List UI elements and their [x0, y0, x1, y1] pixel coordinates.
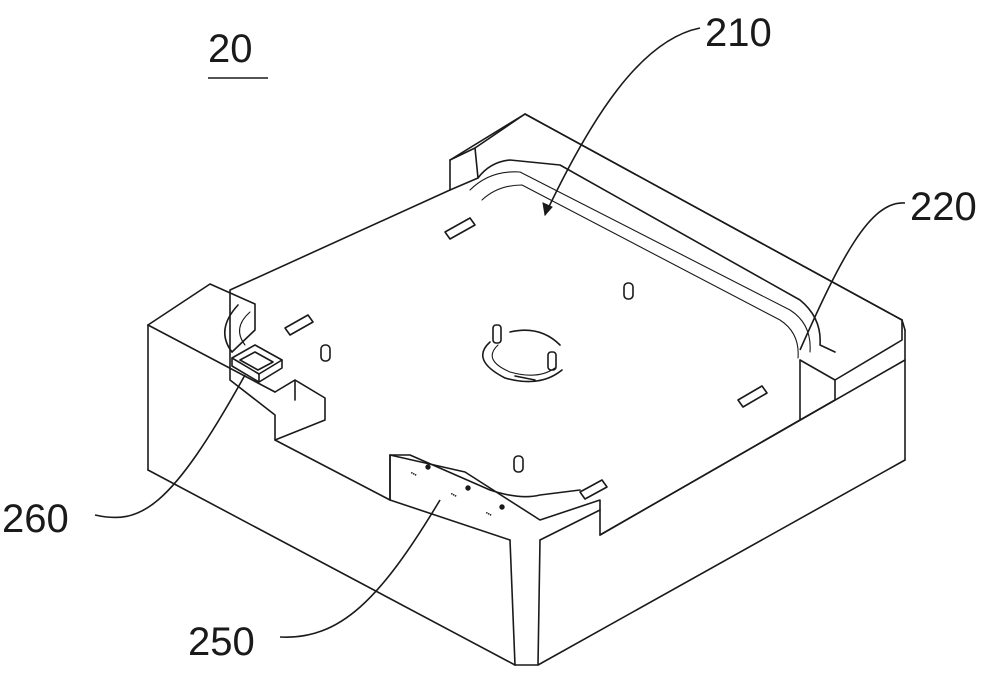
base-outline: [148, 114, 905, 665]
slots: [285, 218, 767, 499]
callout-210: 210: [705, 11, 772, 55]
back-rim: [450, 114, 902, 358]
callout-260: 260: [2, 497, 69, 541]
center-ring: [483, 325, 562, 382]
leader-lines: [95, 28, 905, 637]
svg-text:▪▪▪: ▪▪▪: [449, 491, 457, 499]
left-recess: [225, 305, 250, 352]
svg-text:▪▪▪: ▪▪▪: [409, 470, 417, 478]
assembly-number: 20: [208, 27, 253, 71]
svg-text:▪▪▪: ▪▪▪: [484, 510, 492, 518]
callout-220: 220: [910, 185, 977, 229]
posts: [321, 283, 633, 472]
callout-250: 250: [188, 620, 255, 664]
sensor-module: [232, 345, 282, 382]
